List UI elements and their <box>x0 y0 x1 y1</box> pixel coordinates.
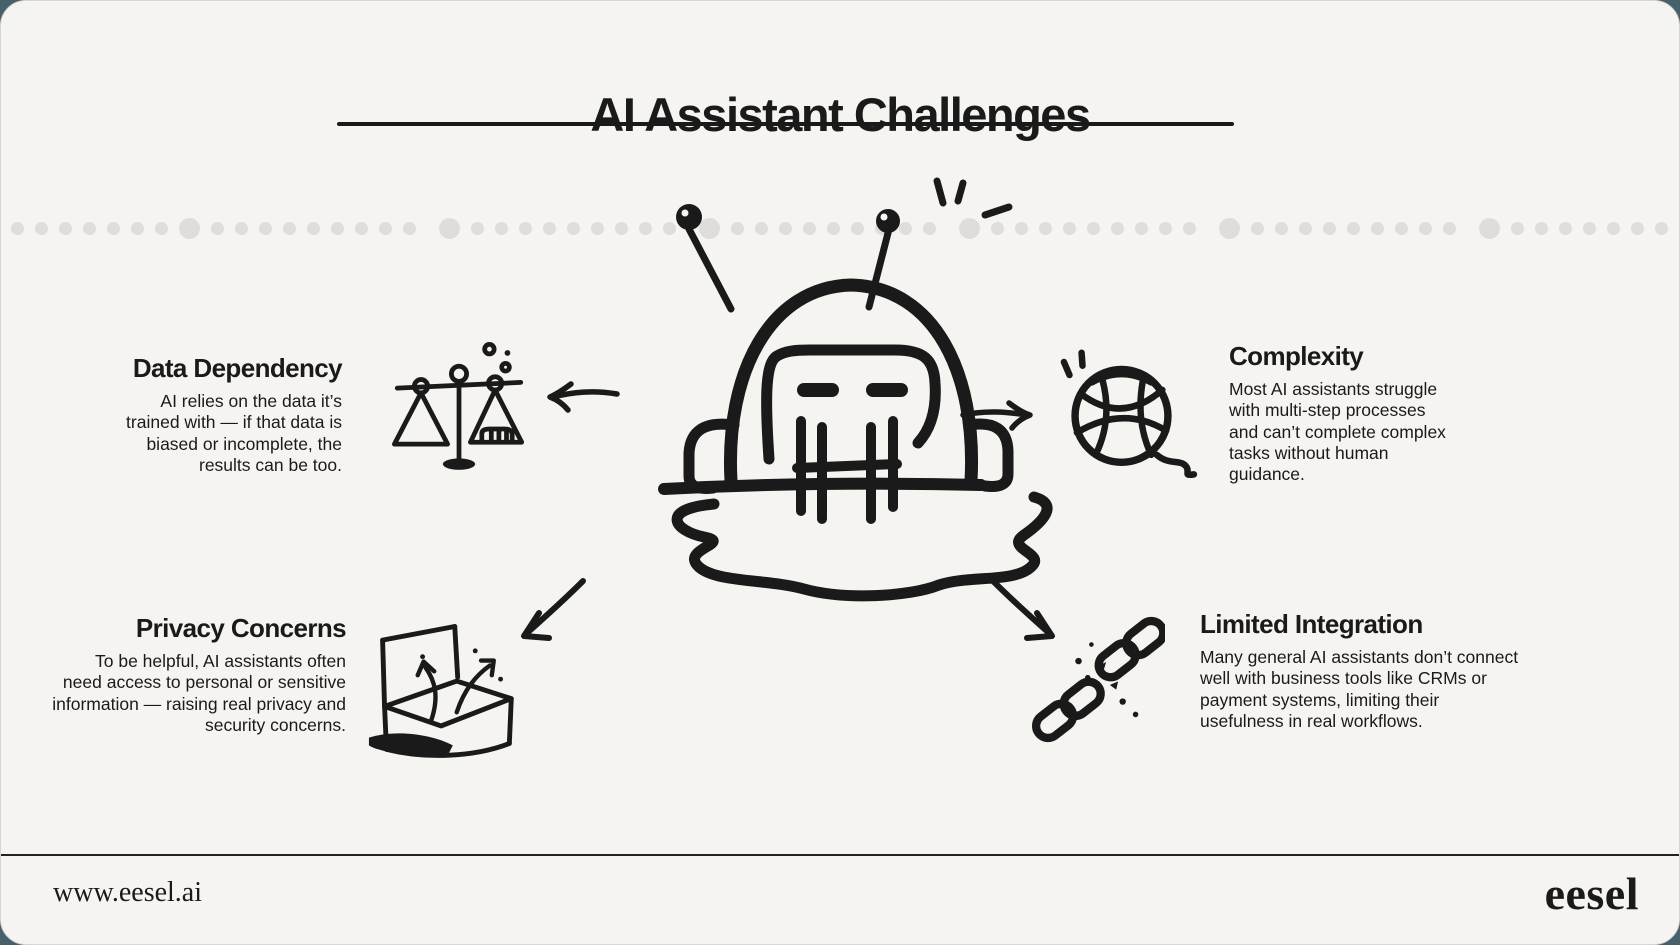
privacy-concerns-heading: Privacy Concerns <box>135 613 347 643</box>
balance-scale-icon <box>392 342 525 470</box>
limited-integration-heading: Limited Integration <box>1200 609 1423 639</box>
section-privacy-concerns: Privacy Concerns To be helpful, AI assis… <box>50 613 346 736</box>
arrow-left-icon <box>547 381 620 413</box>
complexity-heading: Complexity <box>1229 341 1364 371</box>
sparkle-marks <box>933 177 1013 219</box>
melting-robot-illustration <box>658 177 1053 602</box>
title-underline <box>337 122 1234 126</box>
privacy-concerns-body: To be helpful, AI assistants often need … <box>52 651 346 736</box>
limited-integration-body: Many general AI assistants don’t connect… <box>1200 647 1519 732</box>
broken-chain-icon <box>1031 616 1165 743</box>
footer-divider <box>1 854 1679 856</box>
arrow-down-left-icon <box>521 578 586 641</box>
eesel-logo: eesel <box>1544 868 1639 919</box>
footer-url: www.eesel.ai <box>53 877 203 908</box>
open-box-icon <box>368 624 514 758</box>
data-dependency-body: AI relies on the data it’s trained with … <box>126 391 342 476</box>
complexity-body: Most AI assistants struggle with multi-s… <box>1229 379 1446 485</box>
section-complexity: Complexity Most AI assistants struggle w… <box>1229 341 1469 486</box>
section-data-dependency: Data Dependency AI relies on the data it… <box>60 353 343 476</box>
antenna-ball-right <box>876 209 900 233</box>
section-limited-integration: Limited Integration Many general AI assi… <box>1200 609 1534 732</box>
yarn-ball-icon <box>1060 349 1198 479</box>
arrow-right-icon <box>960 400 1033 431</box>
page-title: AI Assistant Challenges <box>590 88 1091 142</box>
dotted-divider <box>1 217 1679 239</box>
antenna-ball-left <box>676 204 702 230</box>
arrow-down-right-icon <box>990 578 1055 641</box>
data-dependency-heading: Data Dependency <box>132 353 343 383</box>
